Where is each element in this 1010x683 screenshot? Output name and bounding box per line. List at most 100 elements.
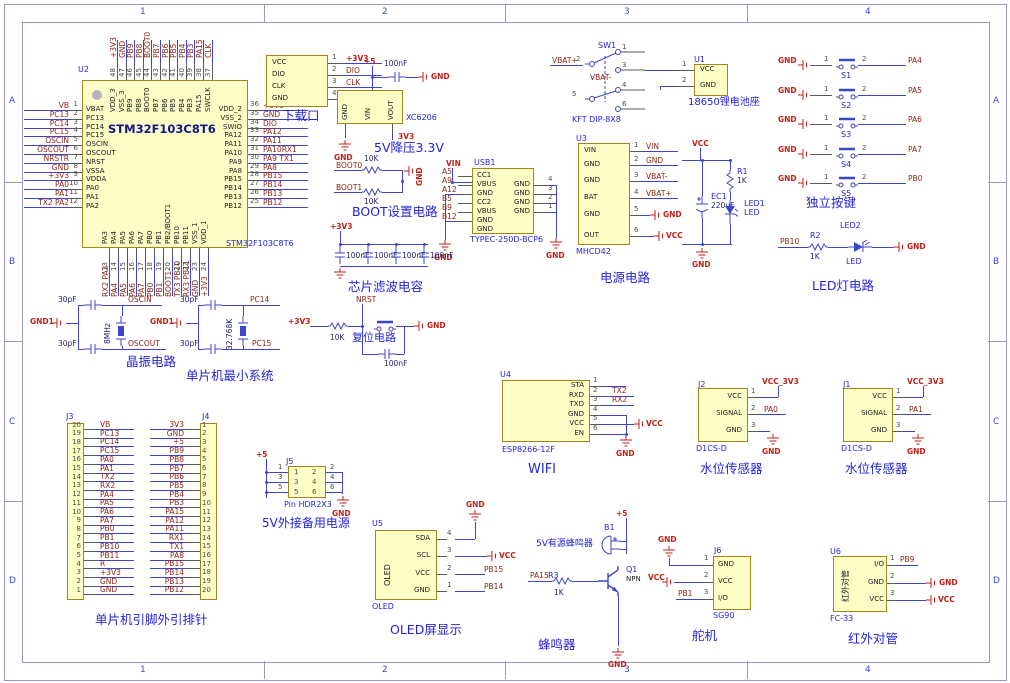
mcu-pin-number: 4	[73, 126, 78, 135]
j4-pin-net: PA8	[170, 550, 184, 560]
usb-pin-number: 2	[548, 193, 553, 201]
net-wire	[160, 40, 161, 62]
water-pin-number: 1	[896, 387, 901, 395]
net-wire	[24, 136, 70, 138]
j4-pin-number: 6	[202, 464, 207, 472]
crystal-icon	[236, 316, 250, 346]
net-wire	[98, 550, 134, 552]
net-wire	[340, 231, 341, 244]
net-wire	[222, 305, 243, 306]
ir-pin-number: 3	[890, 589, 895, 597]
pin-line	[186, 498, 200, 500]
net-wire	[98, 463, 134, 465]
net-wire	[778, 386, 779, 397]
resistor-value: 10K	[364, 197, 379, 206]
pin-line	[748, 397, 758, 398]
pin-line	[590, 434, 600, 435]
switch-pin-number: 6	[622, 100, 627, 108]
regulator-body[interactable]	[337, 90, 403, 124]
ir-body[interactable]	[833, 556, 887, 612]
net-wire	[260, 180, 308, 182]
download-port-body[interactable]	[266, 55, 328, 107]
pc14-net: PC14	[250, 295, 270, 304]
pin-line	[70, 162, 82, 164]
cap-value: 100nF	[384, 59, 408, 68]
pin-line	[810, 65, 832, 66]
net-wire	[600, 395, 634, 397]
servo-body[interactable]	[713, 556, 751, 610]
resistor-icon	[726, 170, 734, 192]
mcu-pin-number: 37	[203, 68, 212, 77]
mcu-pin-name: PA9	[228, 157, 242, 166]
net-wire	[645, 70, 694, 71]
power-body[interactable]	[578, 143, 630, 245]
vbat-neg-net: VBAT-	[590, 73, 612, 82]
oled-body[interactable]	[375, 530, 437, 600]
battery-body[interactable]	[694, 64, 728, 96]
mcu-pin-number: 16	[128, 262, 136, 271]
net-wire	[266, 492, 288, 493]
servo-pin-name: I/O	[718, 594, 728, 602]
button-pin-number: 2	[862, 114, 867, 122]
net-wire	[620, 549, 626, 550]
net-wire	[98, 542, 134, 544]
usb-body[interactable]	[472, 168, 534, 234]
net-wire	[98, 489, 134, 491]
j3-pin-net: PB0	[100, 524, 115, 534]
net-wire	[730, 160, 731, 170]
gnd-label: GND	[778, 56, 797, 65]
j5-body[interactable]	[288, 466, 326, 498]
gnd-icon	[798, 89, 810, 101]
mcu-pin-number: 23	[191, 262, 199, 271]
mcu-pin-name: PB15	[224, 175, 242, 184]
servo-pin-number: 3	[704, 588, 709, 596]
servo-pin-number: 2	[704, 571, 709, 579]
j3-body[interactable]	[67, 423, 84, 600]
pin-line	[810, 153, 832, 155]
net-wire	[600, 434, 626, 435]
button-pin-number: 1	[824, 55, 829, 63]
zone-row-label: D	[993, 576, 1000, 586]
net-wire	[150, 429, 186, 430]
rail-5v-label: +5	[616, 509, 628, 518]
net-wire	[150, 489, 186, 491]
frame-tick	[505, 4, 506, 22]
net-wire	[758, 397, 778, 398]
j4-body[interactable]	[200, 423, 217, 600]
j4-pin-net: PB5	[169, 480, 184, 490]
net-wire	[168, 40, 170, 62]
button-net: PA5	[908, 85, 922, 95]
water-body[interactable]	[698, 388, 748, 442]
net-wire	[896, 565, 918, 566]
water-body[interactable]	[843, 388, 893, 442]
oled-pin-name: SCL	[416, 551, 430, 559]
ir-part: FC-33	[830, 614, 854, 623]
mcu-pin-name: VDD_3	[109, 88, 117, 112]
j4-pin-number: 14	[202, 533, 211, 542]
net-wire	[556, 212, 557, 238]
net-wire	[185, 40, 187, 62]
net-wire	[260, 189, 308, 191]
net-wire	[125, 40, 127, 62]
wifi-body[interactable]	[502, 380, 590, 442]
mcu-part-name: STM32F103C8T6	[108, 122, 216, 136]
net-3v3-label: 3V3	[398, 132, 415, 141]
pin-line	[70, 198, 82, 199]
mcu-pin-net: BOOT1	[164, 270, 173, 297]
mcu-pin-number: 42	[160, 68, 169, 77]
gnd-icon	[894, 241, 906, 253]
mcu-body[interactable]	[82, 80, 248, 248]
button-designator: S1	[841, 71, 852, 80]
water-pin-name: GND	[870, 426, 887, 434]
net-wire	[858, 183, 906, 184]
j3-pin-net: R	[100, 559, 106, 569]
button-net: PB0	[908, 174, 923, 183]
j5-designator: J5	[286, 457, 294, 466]
j5-grid-number: 2	[312, 468, 317, 476]
caption-ir: 红外对管	[848, 631, 899, 646]
j4-pin-net: PB6	[169, 472, 184, 482]
mcu-pin-net: NRSTR	[43, 153, 69, 163]
mcu-pin-number: 48	[109, 68, 117, 77]
pin-line	[211, 62, 213, 80]
pin-line	[142, 62, 144, 80]
